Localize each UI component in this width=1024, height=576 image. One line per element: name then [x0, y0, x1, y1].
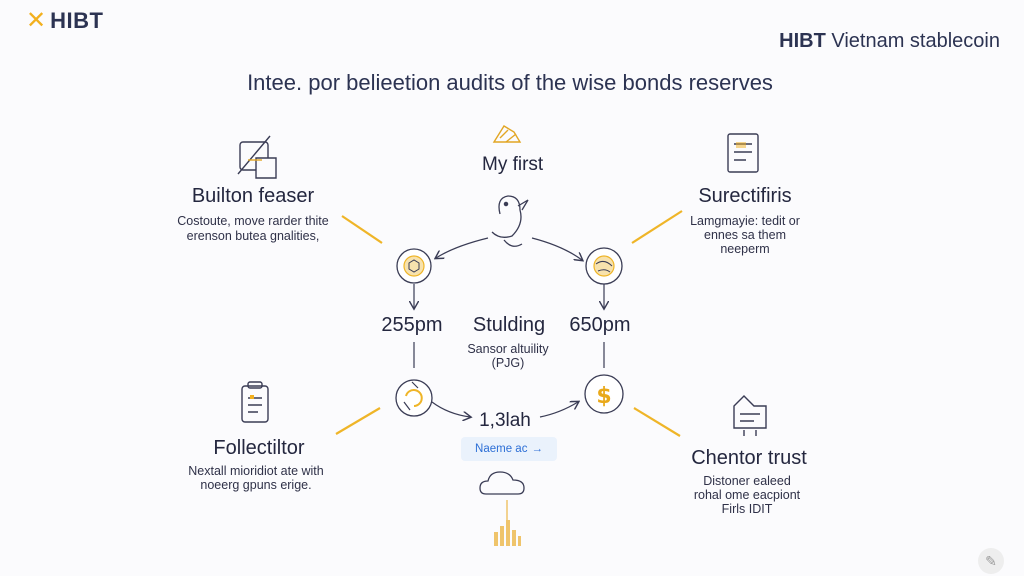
accent-connectors	[335, 210, 683, 437]
middle-sub-2: (PJG)	[491, 356, 525, 370]
middle-metric: Stulding	[472, 314, 546, 336]
middle-sub-1: Sansor altuility	[467, 342, 549, 356]
x-logo-icon: ✕	[26, 7, 47, 34]
cloud-icon	[479, 471, 525, 495]
card-bottom-right-title: Chentor trust	[691, 447, 807, 469]
tagline-brand: HIBT	[779, 30, 826, 52]
card-top-right-title: Surectifiris	[698, 185, 792, 207]
card-bottom-left-line1: Nextall mioridiot ate with	[188, 464, 324, 478]
cycle-arrows	[414, 237, 604, 418]
card-top-left-line1: Costoute, move rarder thite	[177, 214, 329, 228]
arrow-left-to-bottom	[431, 401, 470, 417]
page-title: Intee. por belieetion audits of the wise…	[247, 70, 773, 95]
dollar-node-icon: $	[584, 374, 624, 414]
card-top-right-line2: ennes sa them	[704, 228, 786, 242]
document-icon	[727, 133, 759, 173]
pill-label: Naeme ac	[475, 443, 528, 455]
right-metric: 650pm	[569, 314, 631, 336]
card-bottom-left-title: Follectiltor	[213, 437, 305, 459]
card-bottom-right-line3: Firls IDIT	[721, 502, 773, 516]
arrow-center-to-right	[531, 237, 582, 260]
left-metric: 255pm	[381, 314, 443, 336]
brand-tagline: HIBT Vietnam stablecoin	[779, 30, 1000, 53]
cube-node-icon	[396, 248, 432, 284]
bottom-metric: 1,3lah	[479, 410, 531, 431]
connector-top-right	[631, 210, 683, 244]
connector-bottom-right	[633, 407, 681, 437]
pencil-square-icon	[237, 135, 277, 179]
name-action-button[interactable]: Naeme ac →	[461, 437, 557, 461]
bar-chart-icon	[494, 500, 521, 546]
globe-node-icon	[585, 247, 623, 285]
card-bottom-right-line2: rohal ome eacpiont	[693, 488, 801, 502]
card-bottom-right-line1: Distoner ealeed	[703, 474, 791, 488]
arrow-center-to-left	[436, 237, 489, 258]
connector-top-left	[341, 215, 383, 244]
logo-text: HIBT	[50, 8, 104, 33]
tagline-text: Vietnam stablecoin	[825, 30, 1000, 52]
card-top-right-line3: neeperm	[720, 242, 770, 256]
card-bottom-left-line2: noeerg gpuns erige.	[200, 478, 312, 492]
handshake-icon	[492, 125, 522, 143]
center-top-label: My first	[482, 154, 544, 175]
card-top-right-line1: Lamgmayie: tedit or	[690, 214, 800, 228]
connector-bottom-left	[335, 407, 381, 435]
card-top-left-title: Builton feaser	[191, 185, 315, 207]
arrow-right-icon: →	[531, 443, 543, 455]
bird-mascot-icon	[491, 195, 529, 247]
svg-text:$: $	[596, 384, 611, 409]
corner-badge-icon: ✎	[978, 548, 1004, 574]
brand-logo: ✕ HIBT	[26, 8, 103, 34]
checklist-clipboard-icon	[241, 381, 269, 423]
presenter-board-icon	[733, 395, 767, 436]
arrow-bottom-to-right	[539, 402, 578, 418]
refresh-node-icon	[395, 379, 433, 417]
card-top-left-line2: erenson butea gnalities,	[186, 229, 320, 243]
